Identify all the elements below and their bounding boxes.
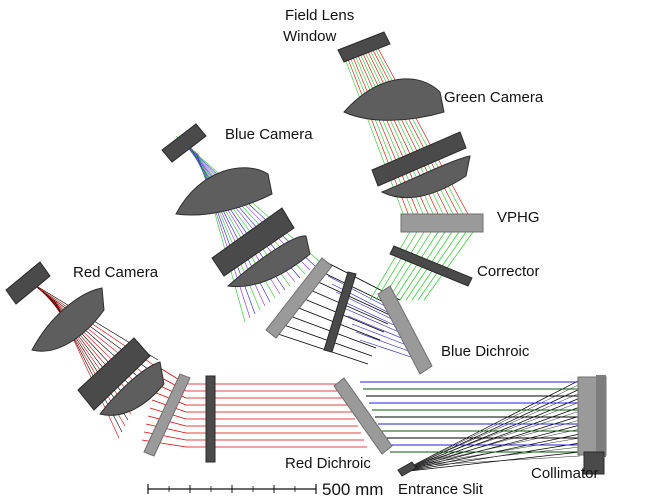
collimator-label: Collimator [531,465,599,482]
ray [423,231,474,301]
entrance-slit-label: Entrance Slit [398,481,484,498]
ray [399,379,581,473]
ray [399,442,581,473]
ray [411,428,581,467]
scale-bar: 500 mm [147,480,383,499]
ray [411,401,581,467]
ray [399,451,581,473]
ray [369,231,411,301]
green-camera-lens-2 [380,155,471,199]
ray [143,431,187,441]
corrector-plate [389,245,473,287]
vphg-grating [400,213,484,233]
ray [351,323,415,349]
blue-camera-field-lens-window [161,123,207,163]
ray [411,455,581,467]
ray [313,279,393,317]
ray [411,419,581,467]
red-camera-lens-block [77,337,151,411]
ray [399,415,581,473]
ray [375,231,418,301]
collimator-mirror [577,375,607,475]
ray [411,392,581,467]
vphg-label: VPHG [497,209,540,226]
green-camera-label: Green Camera [444,89,544,106]
ray [277,333,369,365]
green-camera-ray-bundle [343,45,474,301]
ray [387,231,432,301]
green-camera-field-lens-window [337,31,391,63]
green-camera-lens-1 [343,78,445,121]
ray [307,288,389,325]
blue-camera-plate [265,257,333,339]
scale-bar-label: 500 mm [322,480,383,499]
corrector-label: Corrector [477,263,540,280]
blue-dichroic [377,285,433,375]
window-label: Window [283,28,337,45]
red-camera [5,261,191,457]
red-camera-plate [143,373,191,457]
blue-camera-label: Blue Camera [225,126,313,143]
blue-dichroic-label: Blue Dichroic [441,343,530,360]
red-arm-corrector-plate [205,375,216,463]
ray [359,339,421,361]
red-camera-field-lens-window [5,261,51,305]
black-ray-bundle [360,379,581,473]
blue-camera-lens-1 [175,167,273,216]
blue-camera-lens-2 [226,235,311,288]
green-camera-lens-block [371,131,467,187]
ray [373,46,465,217]
red-camera-lens-2 [99,361,165,416]
red-camera-label: Red Camera [73,264,159,281]
red-camera-lens-1 [31,287,105,352]
ray [355,331,418,355]
entrance-slit [397,461,417,477]
green-camera [337,31,471,199]
ray [411,446,581,467]
ray [376,45,470,217]
field-lens-label: Field Lens [285,7,354,24]
red-dichroic [333,377,393,455]
blue-camera-lens-block [211,207,295,277]
blue-arm-corrector-plate [323,271,357,353]
red-dichroic-label: Red Dichroic [285,455,371,472]
ray [393,231,439,301]
blue-camera [161,123,333,339]
